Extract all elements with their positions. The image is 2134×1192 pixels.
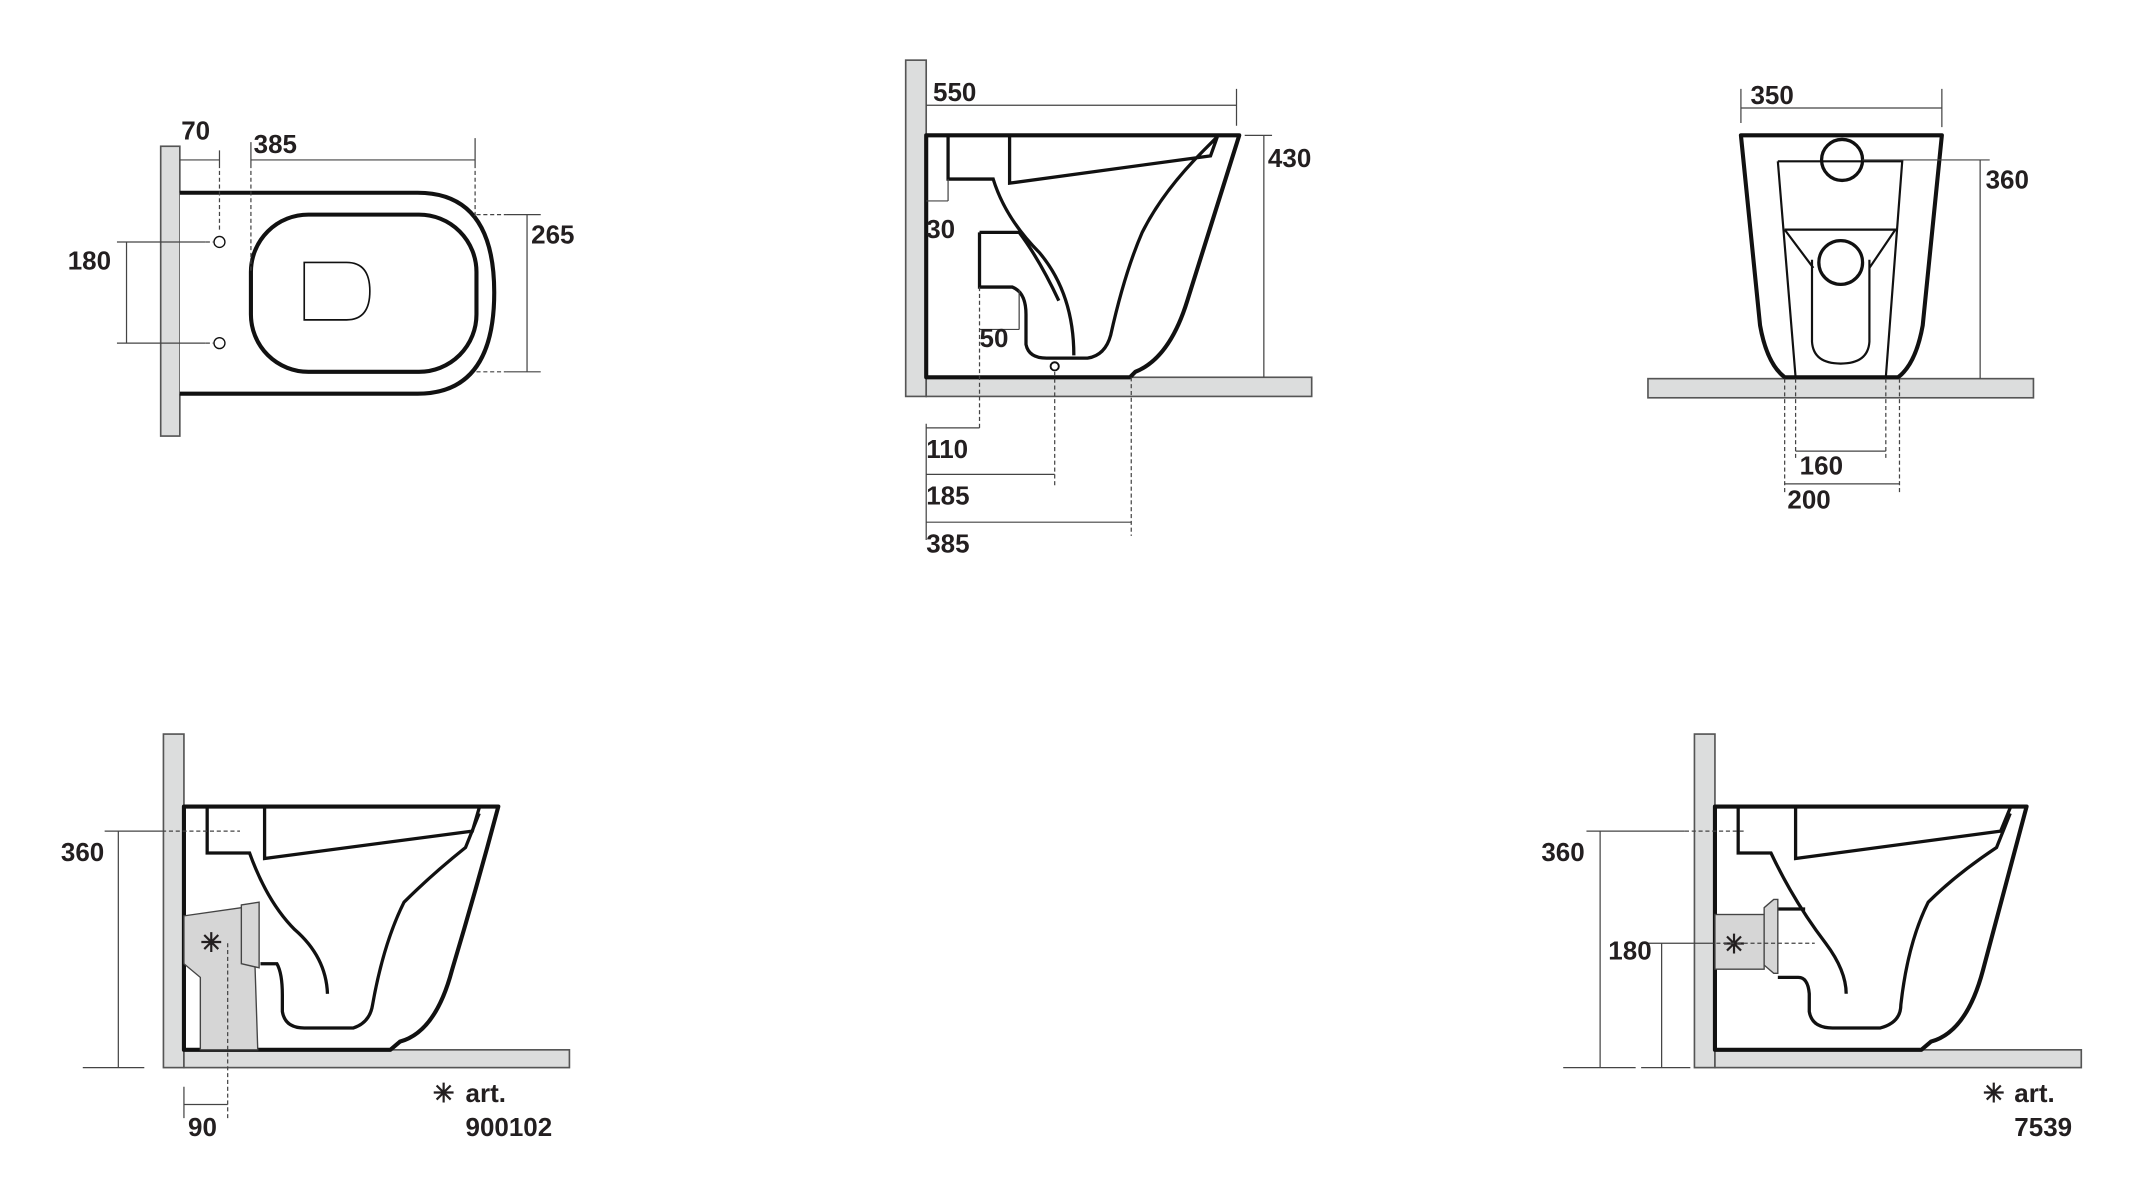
seat-outline: [248, 212, 479, 374]
bowl-outline: [924, 133, 1242, 380]
dimension-lines: [82, 830, 228, 1119]
dim-110: 110: [926, 434, 968, 464]
dimension-lines: [1563, 830, 1710, 1069]
note-code: 900102: [466, 1112, 553, 1142]
dim-160: 160: [1800, 450, 1843, 480]
extension-lines: [1684, 830, 1815, 944]
note-label: art.: [2014, 1078, 2054, 1108]
bowl-outline: [1738, 133, 1944, 380]
front-view: 350 360 160 200: [1647, 80, 2035, 515]
inner-outline: [1776, 160, 1904, 378]
wall: [159, 145, 181, 437]
dim-385: 385: [926, 528, 969, 558]
wall-outlet-view: ✳ 360 180 ✳ art. 7539: [1541, 733, 2083, 1142]
extension-lines: [205, 164, 507, 373]
dimension-lines: [1740, 88, 1990, 485]
floor: [1714, 1049, 2083, 1069]
dim-180: 180: [1608, 936, 1651, 966]
top-view: 70 385 180 265: [68, 115, 574, 437]
floor-outlet-view: ✳ 360 90 ✳ art. 900102: [61, 733, 571, 1142]
dim-430: 430: [1268, 143, 1311, 173]
dim-360: 360: [1986, 165, 2029, 195]
dimension-lines: [925, 88, 1273, 540]
dimension-lines: [116, 138, 541, 373]
trapway: [1736, 807, 2012, 1030]
wall: [162, 733, 185, 1069]
asterisk-marker: ✳: [200, 927, 222, 957]
outlet: [1817, 238, 1865, 286]
dim-180: 180: [68, 245, 111, 275]
floor: [183, 1049, 571, 1069]
floor: [925, 376, 1313, 398]
note-code: 7539: [2014, 1112, 2072, 1142]
extension-lines: [978, 287, 1132, 536]
dim-350: 350: [1750, 80, 1793, 110]
trapway: [205, 807, 481, 1030]
extension-lines: [162, 830, 240, 1119]
trapway: [946, 135, 1219, 360]
extension-lines: [1784, 378, 1901, 493]
bowl-outline: [1712, 804, 2029, 1052]
dim-360: 360: [1541, 837, 1584, 867]
dim-185: 185: [926, 480, 969, 510]
dim-200: 200: [1787, 485, 1830, 515]
side-view: 550 430 30 50 110 185 385: [904, 59, 1313, 558]
note-asterisk: ✳: [1983, 1078, 2005, 1108]
dim-90: 90: [188, 1112, 217, 1142]
wall-outlet-connector: [1714, 913, 1765, 970]
bowl-outline: [181, 804, 501, 1052]
dim-550: 550: [933, 77, 976, 107]
wall: [1693, 733, 1716, 1069]
floor: [1647, 377, 2035, 399]
dim-265: 265: [531, 219, 574, 249]
dim-360: 360: [61, 837, 104, 867]
note-asterisk: ✳: [433, 1078, 455, 1108]
wall: [904, 59, 928, 398]
drain-point: [1049, 361, 1060, 372]
flush-opening: [303, 261, 371, 321]
note-label: art.: [466, 1078, 506, 1108]
connector-flange: [1763, 898, 1779, 974]
connector-flange: [240, 901, 260, 969]
dim-30: 30: [926, 214, 955, 244]
dim-50: 50: [980, 323, 1009, 353]
dim-70: 70: [181, 115, 210, 145]
dim-385: 385: [254, 129, 297, 159]
